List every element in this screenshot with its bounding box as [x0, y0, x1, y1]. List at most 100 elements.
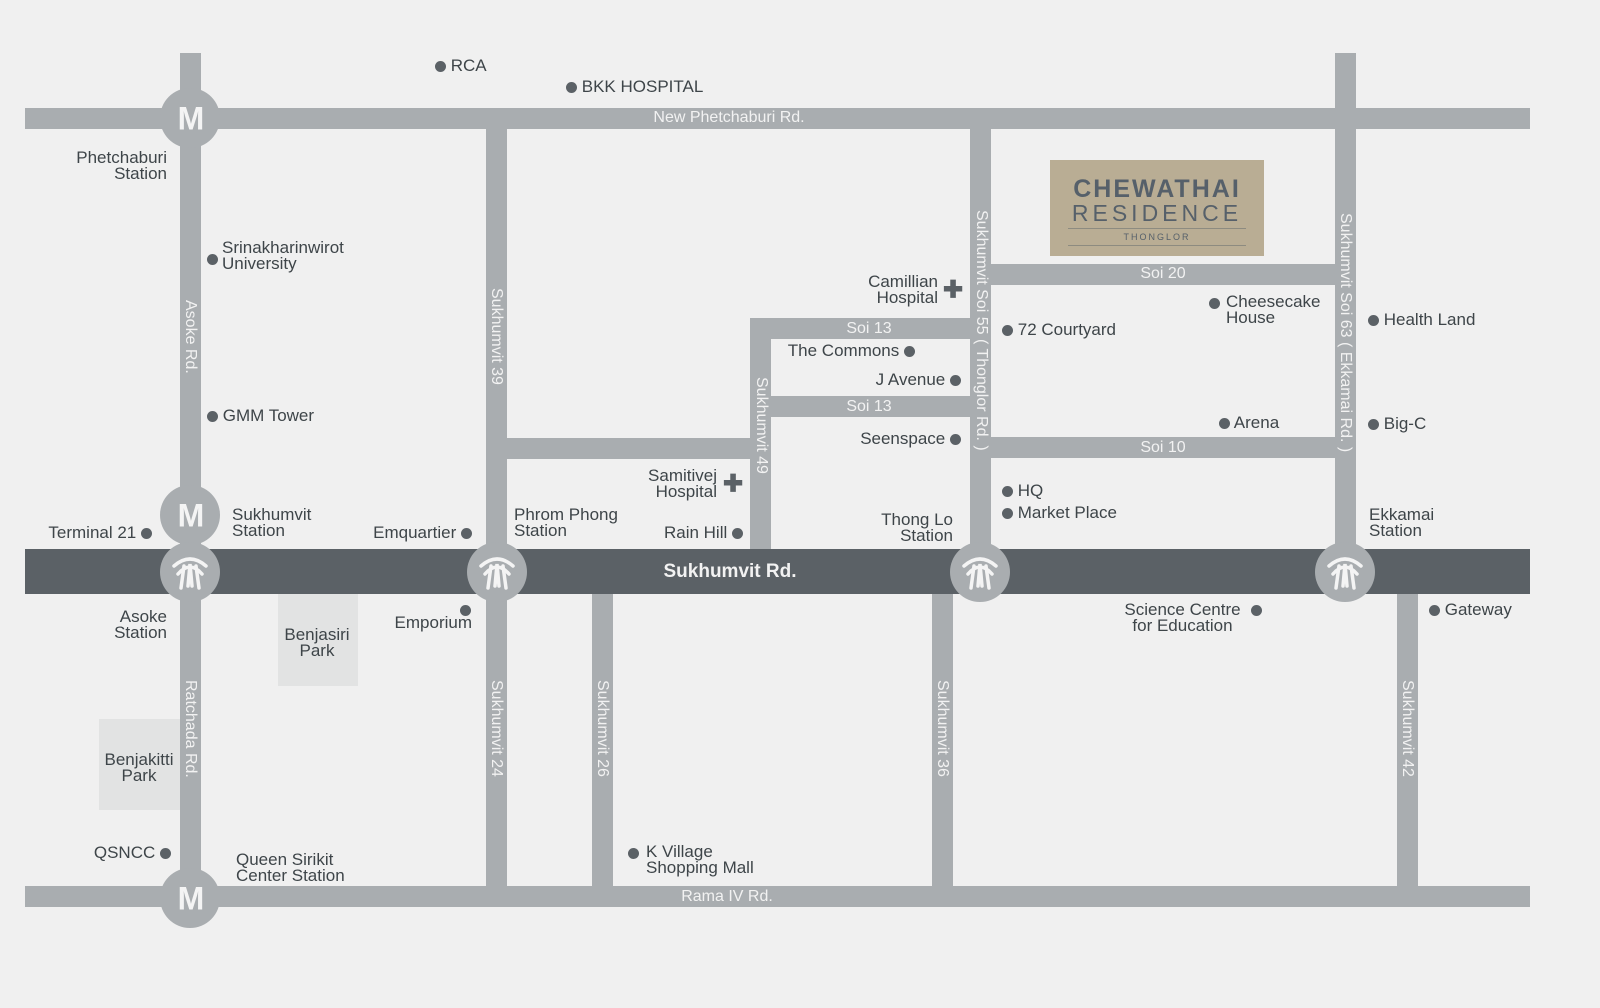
road-sukhumvit-36: [932, 594, 953, 886]
location-dot-icon: [141, 528, 152, 540]
mrt-letter: M: [177, 880, 205, 917]
poi-qsncc: QSNCC: [40, 844, 171, 861]
mrt-sukhumvit-icon: [160, 485, 220, 545]
road-asoke: [180, 53, 201, 903]
road-label-soi-20: Soi 20: [1140, 265, 1186, 282]
poi-market-place: Market Place: [1002, 504, 1117, 521]
road-soi-10: [991, 437, 1335, 458]
road-label-sukhumvit-42: Sukhumvit 42: [1399, 680, 1416, 777]
bts-logo-glyph: [962, 557, 998, 590]
poi-emquartier: Emquartier: [340, 524, 472, 541]
road-thonglor: [970, 118, 991, 550]
poi-bkk-hospital: BKK HOSPITAL: [566, 78, 703, 95]
road-label-sukhumvit-36: Sukhumvit 36: [934, 680, 951, 777]
road-new-phetchaburi: [25, 108, 1530, 129]
poi-rain-hill: Rain Hill: [600, 524, 743, 541]
location-dot-icon: [1002, 486, 1013, 498]
poi-k-village-dot: [628, 845, 639, 861]
poi-terminal-21: Terminal 21: [20, 524, 152, 541]
road-label-sukhumvit: Sukhumvit Rd.: [663, 561, 797, 582]
location-dot-icon: [435, 61, 446, 73]
chewathai-residence-logo: CHEWATHAI RESIDENCE THONGLOR: [1050, 160, 1264, 256]
poi-arena: Arena: [1219, 414, 1279, 431]
poi-swu: [207, 251, 218, 267]
road-sukhumvit-49: [750, 318, 771, 550]
poi-j-avenue: J Avenue: [760, 371, 961, 388]
road-sukhumvit-39: [486, 118, 507, 550]
road-label-sukhumvit-26: Sukhumvit 26: [594, 680, 611, 777]
poi-seenspace: Seenspace: [760, 430, 961, 447]
road-rama-4: [25, 886, 1530, 907]
location-dot-icon: [1429, 605, 1440, 617]
logo-line-1: CHEWATHAI: [1073, 175, 1241, 203]
road-sukhumvit-24: [486, 594, 507, 886]
poi-science-centre-dot: [1251, 602, 1262, 618]
road-label-soi-13: Soi 13: [846, 320, 892, 337]
location-dot-icon: [950, 434, 961, 446]
poi-hq: HQ: [1002, 482, 1043, 499]
location-dot-icon: [207, 411, 218, 423]
road-sukhumvit-42: [1397, 594, 1418, 886]
road-label-new-phetchaburi: New Phetchaburi Rd.: [653, 109, 805, 126]
mrt-qsncc-icon: [160, 868, 220, 928]
location-dot-icon: [566, 82, 577, 94]
location-dot-icon: [628, 848, 639, 860]
poi-the-commons: The Commons: [700, 342, 915, 359]
road-label-sukhumvit-39: Sukhumvit 39: [488, 288, 505, 385]
location-dot-icon: [1368, 315, 1379, 327]
poi-emporium-dot: [460, 602, 471, 618]
road-label-sukhumvit-24: Sukhumvit 24: [488, 680, 505, 777]
poi-health-land: Health Land: [1368, 311, 1475, 328]
poi-cheesecake-house-dot: [1209, 295, 1220, 311]
benjasiri-park-area: [278, 594, 358, 686]
logo-line-3: THONGLOR: [1068, 228, 1246, 246]
road-ekkamai: [1335, 53, 1356, 550]
location-dot-icon: [460, 605, 471, 617]
road-label-sukhumvit-49: Sukhumvit 49: [753, 377, 770, 474]
road-soi-20: [991, 264, 1335, 285]
bts-logo-glyph: [1327, 557, 1363, 590]
location-dot-icon: [160, 848, 171, 860]
hospital-cross-icon: ✚: [722, 470, 744, 498]
road-label-soi-13: Soi 13: [846, 398, 892, 415]
road-label-thonglor: Sukhumvit Soi 55 ( Thonglor Rd. ): [973, 210, 990, 451]
poi-gmm-tower: GMM Tower: [207, 407, 314, 424]
road-soi-13-upper: [750, 318, 970, 339]
road-sukhumvit-main: [25, 549, 1530, 594]
road-label-rama-4: Rama IV Rd.: [681, 888, 773, 905]
mrt-letter: M: [177, 100, 205, 137]
location-dot-icon: [950, 375, 961, 387]
road-label-asoke: Asoke Rd.: [182, 300, 199, 374]
benjakitti-park-area: [99, 719, 180, 810]
location-dot-icon: [1368, 419, 1379, 431]
poi-rca: RCA: [435, 57, 487, 74]
road-label-ekkamai: Sukhumvit Soi 63 ( Ekkamai Rd. ): [1337, 213, 1354, 453]
mrt-letter: M: [177, 497, 205, 534]
location-dot-icon: [207, 254, 218, 266]
poi-emporium: Emporium: [394, 613, 472, 632]
location-dot-icon: [1219, 418, 1230, 430]
road-soi-13-lower: [771, 396, 970, 417]
location-dot-icon: [904, 346, 915, 358]
hospital-cross-icon: ✚: [942, 276, 964, 304]
location-dot-icon: [732, 528, 743, 540]
logo-line-2: RESIDENCE: [1071, 200, 1243, 226]
road-connector: [507, 438, 750, 459]
bts-logo-glyph: [479, 557, 515, 590]
poi-gateway: Gateway: [1429, 601, 1512, 618]
road-label-ratchada: Ratchada Rd.: [182, 680, 199, 778]
